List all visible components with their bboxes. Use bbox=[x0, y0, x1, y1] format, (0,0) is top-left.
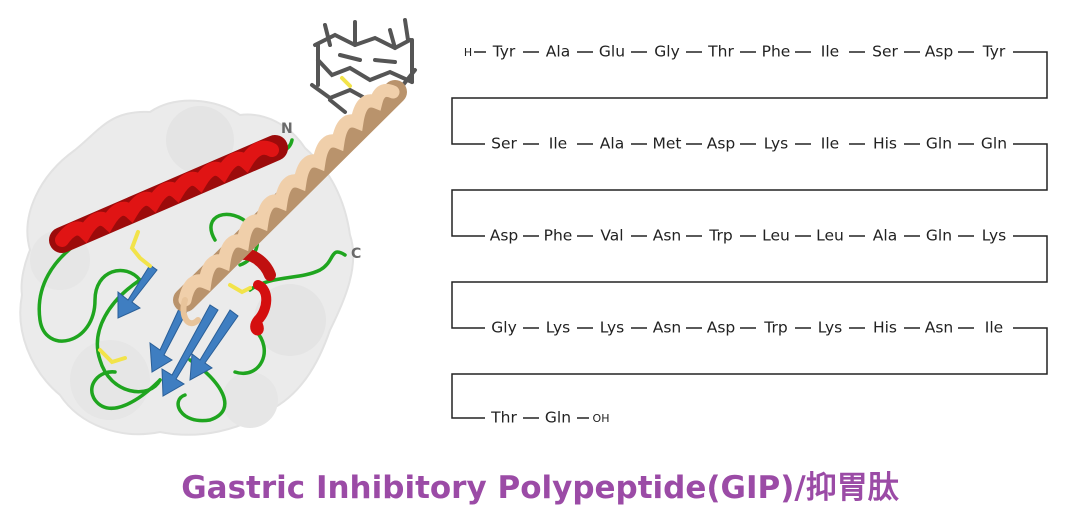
residue: Asp bbox=[707, 319, 736, 337]
c-terminus-group: OH bbox=[593, 412, 610, 425]
residue: Gln bbox=[926, 135, 952, 153]
residue: Ser bbox=[491, 135, 517, 153]
gip-peptide-helix bbox=[173, 80, 407, 327]
residue: Asp bbox=[490, 227, 519, 245]
residue: His bbox=[873, 319, 897, 337]
residue: Ile bbox=[821, 43, 839, 61]
residue: Lys bbox=[600, 319, 624, 337]
residue: Val bbox=[600, 227, 623, 245]
row-connector bbox=[451, 327, 1048, 419]
residue: Ile bbox=[821, 135, 839, 153]
residue: Ala bbox=[600, 135, 624, 153]
residue: Asp bbox=[707, 135, 736, 153]
c-terminus-label: C bbox=[351, 246, 361, 262]
residue: Thr bbox=[490, 409, 517, 427]
residue: Lys bbox=[764, 135, 788, 153]
residue: Lys bbox=[818, 319, 842, 337]
residue: Tyr bbox=[982, 43, 1006, 61]
residue: Leu bbox=[762, 227, 790, 245]
residue: Phe bbox=[762, 43, 791, 61]
residue: Gln bbox=[926, 227, 952, 245]
disulfide-bonds bbox=[98, 76, 352, 365]
residue: Glu bbox=[599, 43, 625, 61]
residue: Lys bbox=[982, 227, 1006, 245]
row-connector bbox=[451, 235, 1048, 329]
protein-structure-illustration: N C bbox=[19, 18, 417, 436]
residue: Ser bbox=[872, 43, 898, 61]
residue: Phe bbox=[544, 227, 573, 245]
residue: Trp bbox=[763, 319, 787, 337]
row-connector bbox=[451, 143, 1048, 237]
row-connector bbox=[451, 51, 1048, 145]
residue: Leu bbox=[816, 227, 844, 245]
residue: Asn bbox=[653, 227, 682, 245]
residue: Ile bbox=[549, 135, 567, 153]
residue: Asn bbox=[653, 319, 682, 337]
residue: Asp bbox=[925, 43, 954, 61]
residue: Ala bbox=[546, 43, 570, 61]
residue: Ala bbox=[873, 227, 897, 245]
residue: Trp bbox=[708, 227, 732, 245]
residue: Ile bbox=[985, 319, 1003, 337]
residue: Gly bbox=[654, 43, 680, 61]
residue: His bbox=[873, 135, 897, 153]
n-terminus-group: H bbox=[464, 46, 472, 59]
receptor-alpha-helix bbox=[49, 135, 288, 253]
sequence-connectors bbox=[451, 51, 1048, 419]
residue: Gln bbox=[545, 409, 571, 427]
residue: Asn bbox=[925, 319, 954, 337]
residue: Tyr bbox=[492, 43, 516, 61]
residue: Thr bbox=[707, 43, 734, 61]
figure-title: Gastric Inhibitory Polypeptide(GIP)/抑胃肽 bbox=[181, 470, 899, 506]
residue: Lys bbox=[546, 319, 570, 337]
receptor-short-helix bbox=[250, 280, 272, 336]
residue: Gln bbox=[981, 135, 1007, 153]
residue: Met bbox=[653, 135, 682, 153]
n-terminus-label: N bbox=[281, 121, 293, 137]
residue: Gly bbox=[491, 319, 517, 337]
